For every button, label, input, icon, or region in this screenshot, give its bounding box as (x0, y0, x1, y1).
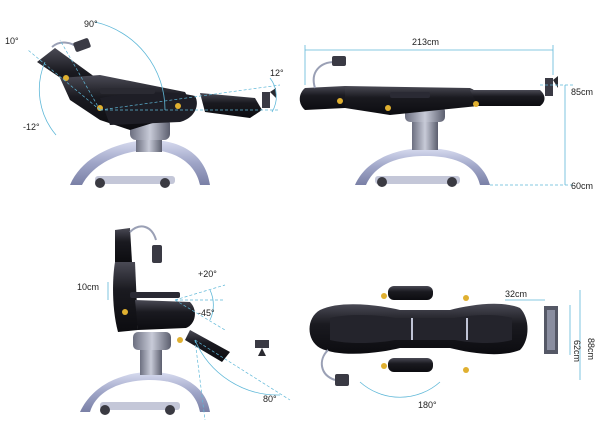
height-offset-label: 10cm (77, 282, 99, 292)
angle-guides (107, 282, 291, 421)
angle-label-90: 90° (84, 19, 98, 29)
chair-base (80, 332, 210, 415)
chair-upholstery (113, 228, 230, 362)
chair-upholstery (37, 48, 262, 130)
top-view: 32cm 62cm 88cm 180° (309, 286, 596, 410)
side-view-reclining: 90° 10° 12° -12° (5, 19, 284, 188)
lamp-arm (320, 349, 349, 386)
foot-control (545, 76, 558, 96)
foot-control (262, 88, 276, 108)
side-view-flat: 213cm 85cm 60cm (299, 37, 593, 191)
height-max-label: 85cm (571, 87, 593, 97)
lamp-arm (129, 225, 162, 263)
length-label: 213cm (412, 37, 439, 47)
chair-upholstery (309, 286, 528, 373)
foot-control (255, 340, 269, 356)
angle-label-minus-45: -45° (198, 308, 215, 318)
rotation-label: 180° (418, 400, 437, 410)
foot-control (544, 306, 558, 354)
angle-label-minus-12: -12° (23, 122, 40, 132)
height-min-label: 60cm (571, 181, 593, 191)
angle-label-12: 12° (270, 68, 284, 78)
dimension-lines (359, 290, 581, 398)
dimension-lines (304, 45, 575, 186)
base-length-label: 62cm (572, 340, 582, 362)
total-width-label: 88cm (586, 338, 596, 360)
angle-label-10: 10° (5, 36, 19, 46)
chair-base (355, 106, 490, 187)
chair-upholstery (299, 86, 545, 115)
width-label: 32cm (505, 289, 527, 299)
side-view-seated: 10cm +20° -45° 80° (77, 225, 291, 421)
angle-guides (27, 21, 281, 136)
lamp-arm (51, 38, 91, 52)
angle-label-80: 80° (263, 394, 277, 404)
angle-label-plus-20: +20° (198, 269, 217, 279)
chair-base (70, 118, 210, 188)
lamp-arm (312, 56, 346, 89)
